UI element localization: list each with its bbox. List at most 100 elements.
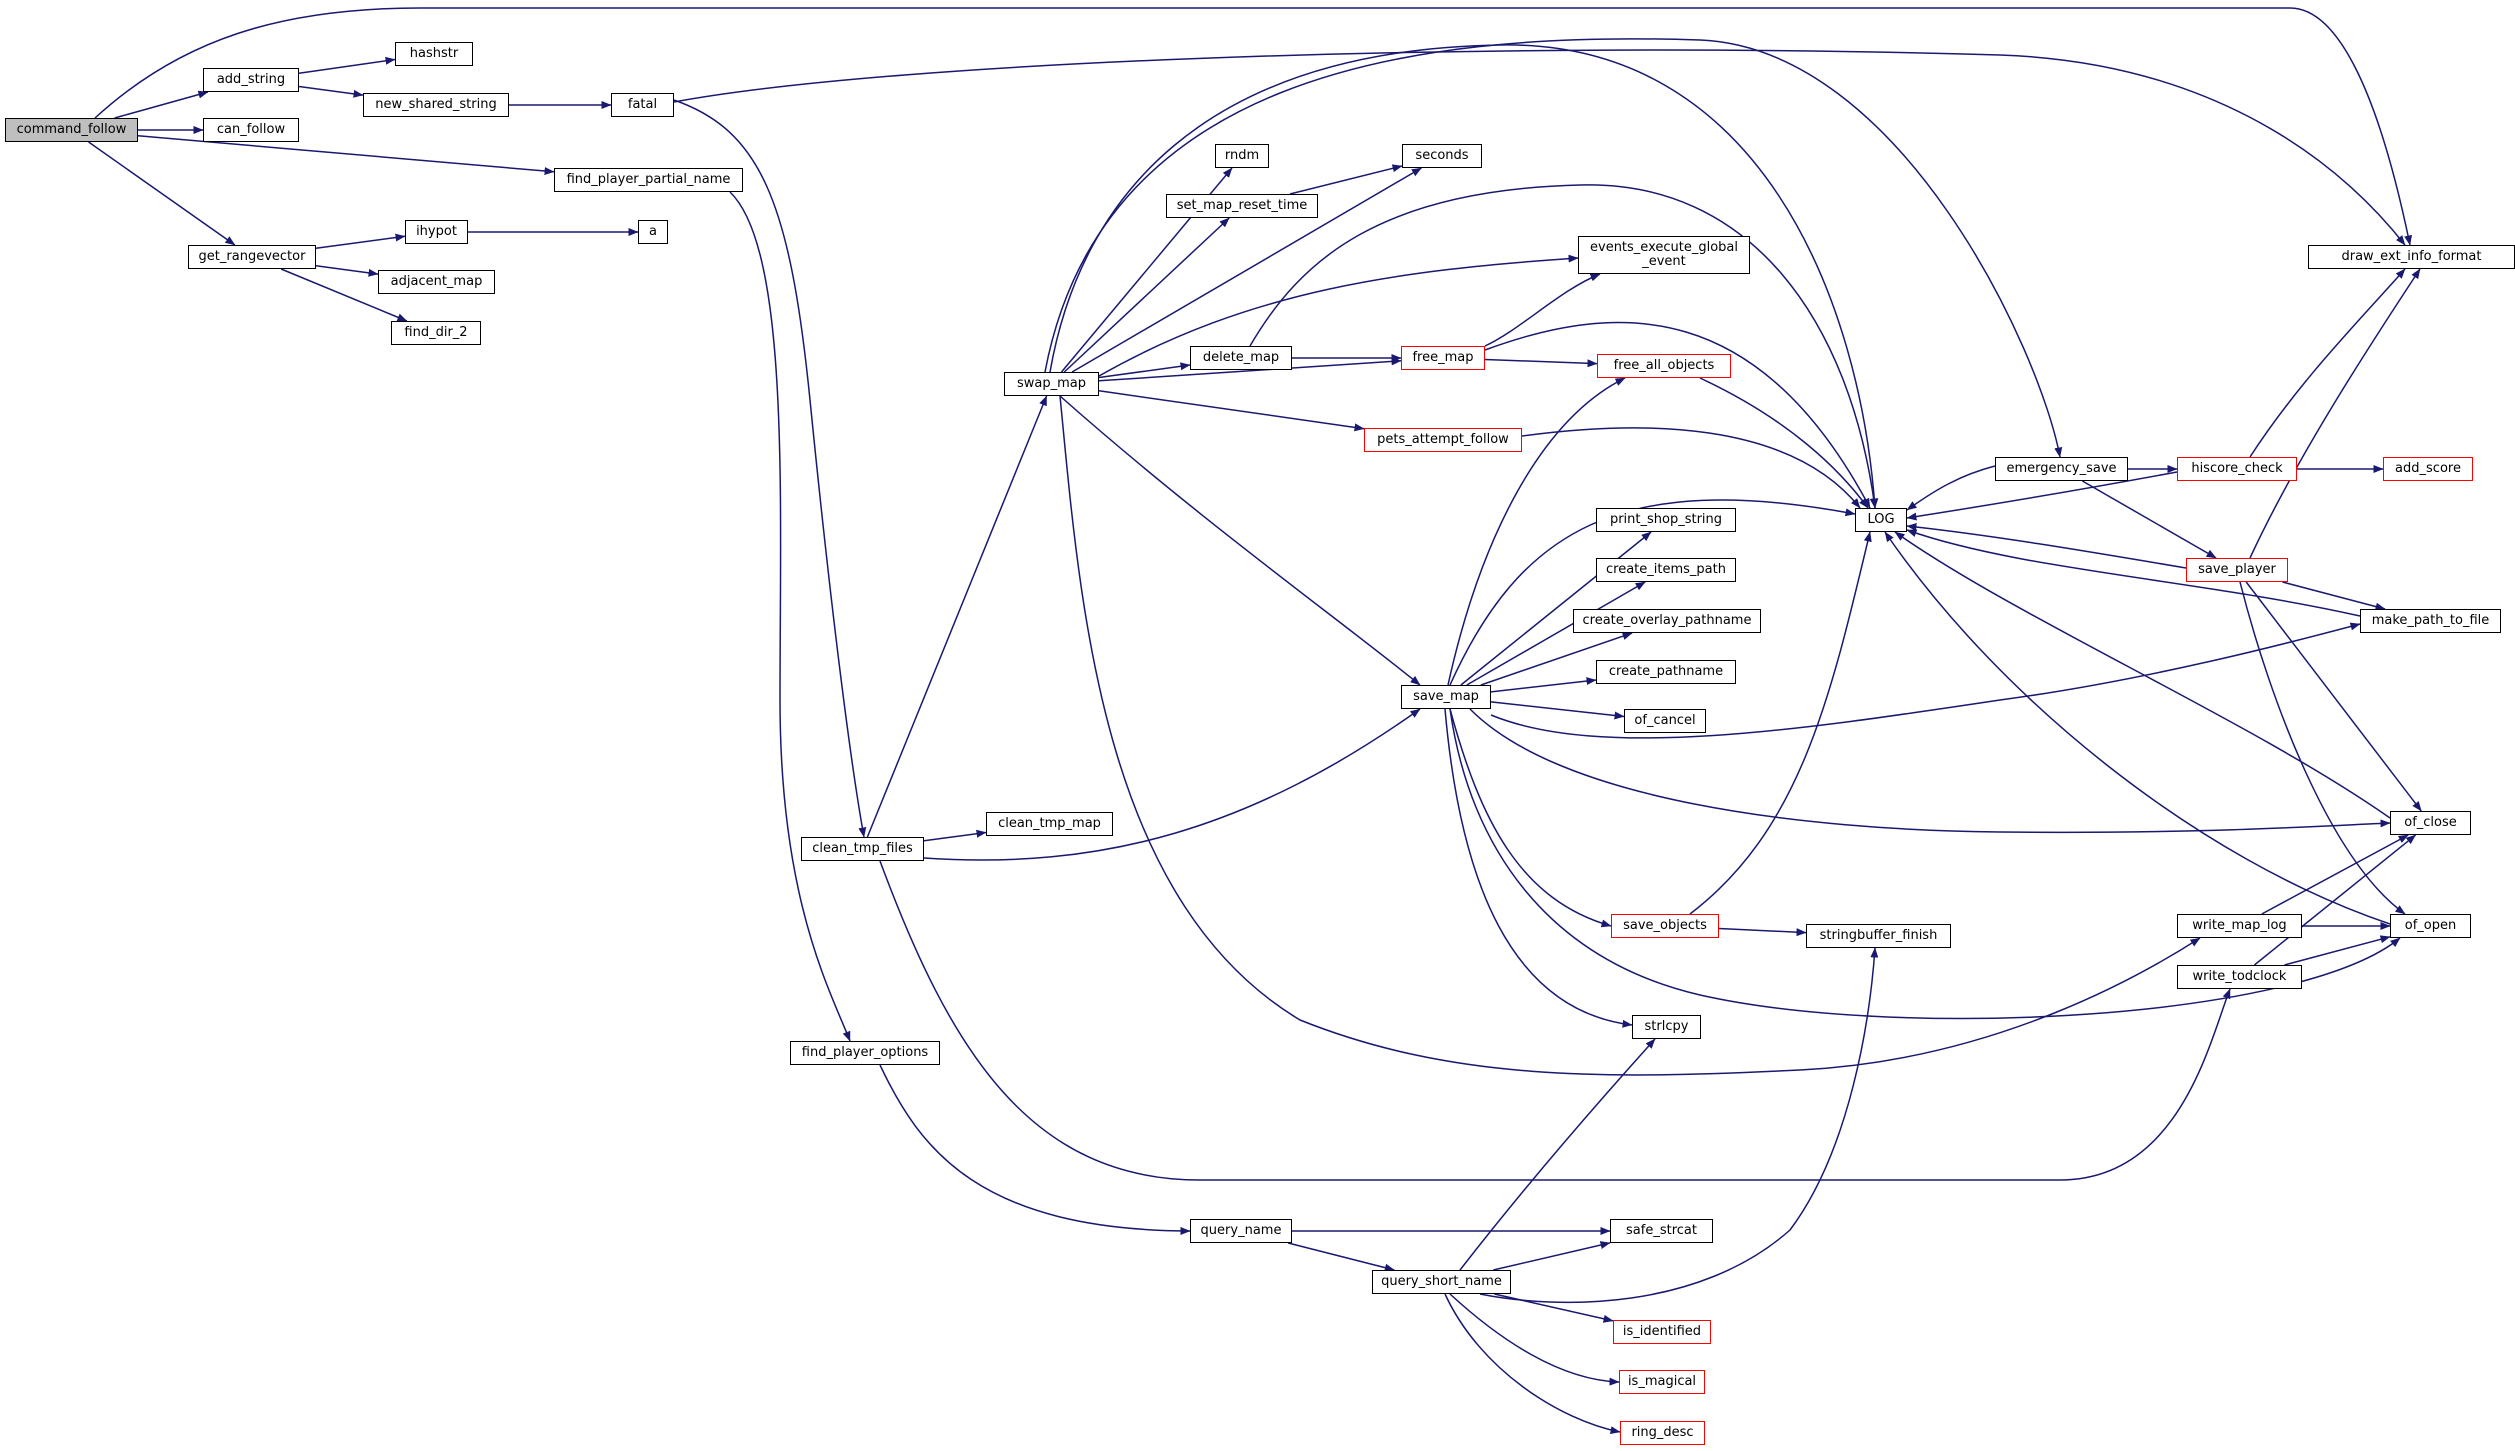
node-get-rangevector[interactable]: get_rangevector — [188, 245, 316, 269]
edge-get-rangevector-to-find-dir-2 — [280, 268, 408, 322]
node-print-shop-string[interactable]: print_shop_string — [1596, 508, 1736, 532]
node-strlcpy[interactable]: strlcpy — [1632, 1015, 1701, 1039]
node-stringbuffer-finish[interactable]: stringbuffer_finish — [1806, 924, 1951, 948]
edge-query-short-name-to-ring-desc — [1444, 1293, 1621, 1435]
node-write-todclock[interactable]: write_todclock — [2177, 965, 2302, 989]
node-can-follow[interactable]: can_follow — [203, 118, 299, 142]
edge-save-objects-to-LOG — [1689, 531, 1872, 915]
node-draw-ext-info-format[interactable]: draw_ext_info_format — [2308, 245, 2515, 269]
edge-write-todclock-to-of-open — [2284, 935, 2391, 966]
edge-save-player-to-make-path-to-file — [2282, 581, 2386, 611]
edge-command-follow-to-draw-ext-info-format — [94, 7, 2412, 246]
node-create-items-path[interactable]: create_items_path — [1596, 558, 1736, 582]
node-query-name[interactable]: query_name — [1190, 1219, 1292, 1243]
edge-save-map-to-strlcpy — [1444, 708, 1633, 1028]
edge-delete-map-to-LOG — [1249, 184, 1878, 509]
node-emergency-save[interactable]: emergency_save — [1995, 457, 2128, 481]
node-events-execute-global-event-label: events_execute_global _event — [1590, 240, 1738, 269]
node-delete-map[interactable]: delete_map — [1190, 346, 1292, 370]
edge-save-player-to-LOG — [1906, 523, 2187, 569]
node-make-path-to-file[interactable]: make_path_to_file — [2360, 609, 2501, 633]
node-fatal[interactable]: fatal — [611, 93, 674, 117]
edge-query-short-name-to-is-magical — [1449, 1293, 1620, 1386]
edge-query-name-to-query-short-name — [1288, 1242, 1395, 1272]
node-add-score[interactable]: add_score — [2383, 457, 2473, 481]
edge-emergency-save-to-LOG — [1906, 465, 1996, 511]
edge-clean-tmp-files-to-swap-map — [866, 395, 1048, 838]
node-of-close[interactable]: of_close — [2390, 811, 2471, 835]
node-a[interactable]: a — [638, 220, 668, 244]
edge-swap-map-to-write-map-log — [1059, 395, 2201, 1076]
edge-set-map-reset-time-to-seconds — [1289, 164, 1403, 195]
edge-query-short-name-to-stringbuffer-finish — [1479, 947, 1879, 1304]
node-ihypot[interactable]: ihypot — [405, 220, 468, 244]
node-create-pathname[interactable]: create_pathname — [1596, 660, 1736, 684]
node-find-player-partial-name[interactable]: find_player_partial_name — [554, 168, 743, 192]
node-find-dir-2[interactable]: find_dir_2 — [391, 321, 481, 345]
edge-get-rangevector-to-ihypot — [315, 233, 406, 250]
node-clean-tmp-map[interactable]: clean_tmp_map — [986, 812, 1113, 836]
node-ring-desc[interactable]: ring_desc — [1620, 1421, 1705, 1445]
node-command-follow[interactable]: command_follow — [5, 118, 138, 142]
node-query-short-name[interactable]: query_short_name — [1372, 1270, 1511, 1294]
node-of-open[interactable]: of_open — [2390, 914, 2471, 938]
edge-swap-map-to-free-map — [1098, 357, 1402, 382]
edge-find-player-partial-name-to-find-player-options — [729, 191, 851, 1042]
node-pets-attempt-follow[interactable]: pets_attempt_follow — [1364, 428, 1522, 452]
node-new-shared-string[interactable]: new_shared_string — [363, 93, 509, 117]
node-clean-tmp-files[interactable]: clean_tmp_files — [801, 837, 924, 861]
edge-save-map-to-LOG — [1449, 499, 1856, 686]
edge-save-map-to-free-all-objects — [1447, 377, 1626, 686]
node-set-map-reset-time[interactable]: set_map_reset_time — [1166, 194, 1318, 218]
edge-add-string-to-new-shared-string — [298, 85, 364, 98]
edge-free-map-to-events-execute-global-event — [1484, 273, 1601, 347]
node-seconds[interactable]: seconds — [1402, 144, 1482, 168]
node-save-map[interactable]: save_map — [1401, 685, 1491, 709]
edge-save-map-to-create-pathname — [1490, 677, 1597, 693]
edge-fatal-to-clean-tmp-files — [673, 99, 867, 838]
edge-save-map-to-of-cancel — [1490, 701, 1625, 720]
node-of-cancel[interactable]: of_cancel — [1624, 709, 1706, 733]
edge-emergency-save-to-save-player — [2082, 480, 2217, 559]
node-is-magical[interactable]: is_magical — [1619, 1370, 1705, 1394]
node-save-player[interactable]: save_player — [2186, 558, 2288, 582]
node-save-objects[interactable]: save_objects — [1611, 914, 1719, 938]
edge-clean-tmp-files-to-clean-tmp-map — [923, 829, 987, 842]
node-add-string[interactable]: add_string — [203, 68, 299, 92]
edge-of-open-to-LOG — [1884, 531, 2391, 925]
edge-save-map-to-make-path-to-file — [1490, 622, 2361, 739]
node-hiscore-check[interactable]: hiscore_check — [2177, 457, 2297, 481]
node-create-overlay-pathname[interactable]: create_overlay_pathname — [1573, 609, 1761, 633]
edge-command-follow-to-get-rangevector — [88, 141, 236, 246]
edge-swap-map-to-save-map — [1059, 395, 1421, 686]
edge-save-map-to-of-open — [1449, 708, 2401, 1020]
edge-save-player-to-draw-ext-info-format — [2249, 268, 2421, 559]
edge-hiscore-check-to-draw-ext-info-format — [2249, 268, 2406, 458]
node-free-all-objects[interactable]: free_all_objects — [1597, 354, 1731, 378]
edge-query-short-name-to-is-identified — [1494, 1293, 1614, 1323]
edge-swap-map-to-set-map-reset-time — [1063, 217, 1230, 373]
node-find-player-options[interactable]: find_player_options — [790, 1041, 940, 1065]
node-is-identified[interactable]: is_identified — [1613, 1320, 1711, 1344]
edge-write-map-log-to-of-close — [2261, 834, 2409, 915]
edge-make-path-to-file-to-LOG — [1906, 529, 2361, 617]
edge-swap-map-to-seconds — [1071, 167, 1422, 373]
node-log[interactable]: LOG — [1855, 508, 1907, 532]
edge-write-todclock-to-of-close — [2253, 834, 2417, 966]
node-write-map-log[interactable]: write_map_log — [2177, 914, 2302, 938]
node-free-map[interactable]: free_map — [1401, 346, 1485, 370]
node-safe-strcat[interactable]: safe_strcat — [1610, 1219, 1713, 1243]
edge-fatal-to-draw-ext-info-format — [673, 49, 2406, 246]
node-rndm[interactable]: rndm — [1215, 144, 1269, 168]
node-events-execute-global-event[interactable]: events_execute_global _event — [1578, 236, 1750, 274]
edge-of-close-to-LOG — [1894, 531, 2391, 819]
node-swap-map[interactable]: swap_map — [1004, 372, 1099, 396]
node-hashstr[interactable]: hashstr — [395, 42, 473, 66]
edge-pets-attempt-follow-to-LOG — [1521, 427, 1861, 509]
edge-swap-map-to-LOG — [1049, 44, 1879, 509]
edge-query-short-name-to-safe-strcat — [1493, 1241, 1611, 1271]
edge-swap-map-to-pets-attempt-follow — [1098, 390, 1365, 432]
node-adjacent-map[interactable]: adjacent_map — [378, 270, 495, 294]
edge-query-short-name-to-strlcpy — [1459, 1038, 1656, 1271]
